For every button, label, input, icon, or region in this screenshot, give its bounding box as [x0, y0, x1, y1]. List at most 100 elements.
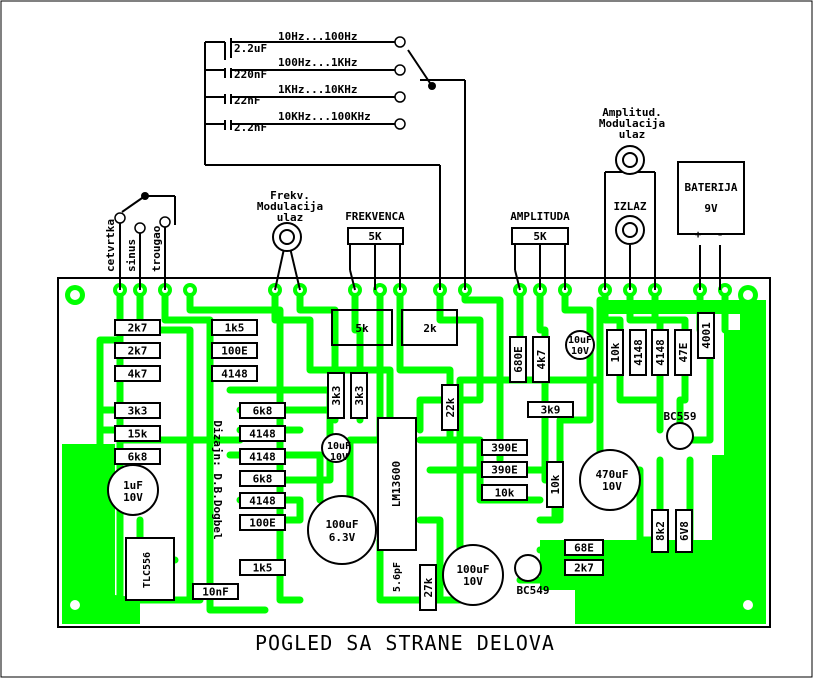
component-body: [211, 365, 258, 382]
text-label: 100uF: [456, 563, 489, 576]
text-label: 10V: [330, 452, 348, 463]
component-body: [114, 425, 161, 442]
component-body: [114, 365, 161, 382]
component-body: [481, 439, 528, 456]
component-body: [564, 559, 604, 576]
text-label: trougao: [150, 225, 163, 272]
component-label: 8k2: [654, 521, 667, 541]
text-label: LM13600: [390, 461, 403, 507]
text-label: 2.2nF: [234, 121, 267, 134]
text-label: BC559: [663, 410, 696, 423]
text-label: AMPLITUDA: [510, 210, 570, 223]
component-body: [651, 509, 669, 553]
component-label: 15k: [128, 428, 148, 441]
component-body: [239, 402, 286, 419]
component-body: [114, 402, 161, 419]
text-label: 10KHz...100KHz: [278, 110, 371, 123]
text-label: Dizajn: D.B.Dogbel: [211, 420, 224, 539]
external-wiring: [119, 38, 721, 291]
text-label: +: [695, 228, 702, 241]
component-body: [527, 401, 574, 418]
component-body: [532, 336, 550, 383]
component-body: [674, 329, 692, 376]
battery-box: [677, 161, 745, 235]
component-body: [481, 484, 528, 501]
text-label: 2.2uF: [234, 42, 267, 55]
component-label: 3k3: [128, 405, 148, 418]
component-label: 4k7: [535, 350, 548, 370]
text-label: TLC556: [142, 552, 153, 588]
component-label: 27k: [422, 577, 435, 597]
switch-contacts: [114, 36, 436, 234]
component-label: 1k5: [253, 562, 273, 575]
text-label: 6.3V: [329, 531, 356, 544]
text-label: 9V: [704, 202, 718, 215]
component-label: 4001: [700, 322, 713, 349]
component-label: 3k3: [330, 386, 343, 406]
text-label: ulaz: [619, 128, 646, 141]
component-body: [564, 539, 604, 556]
text-label: 10V: [123, 491, 143, 504]
component-body: [239, 470, 286, 487]
text-label: 5.6pF: [392, 562, 403, 592]
component-body: [651, 329, 669, 376]
text-label: 100uF: [325, 518, 358, 531]
component-label: 3k9: [541, 404, 561, 417]
component-body: [239, 448, 286, 465]
component-label: 2k7: [128, 322, 148, 335]
text-label: Modulacija: [257, 200, 323, 213]
component-body: [546, 461, 564, 508]
component-body: [239, 559, 286, 576]
component-label: 2k7: [574, 562, 594, 575]
text-label: FREKVENCA: [345, 210, 405, 223]
component-body: [419, 564, 437, 611]
component-body: [509, 336, 527, 383]
component-label: 47E: [677, 343, 690, 363]
labels: 10Hz...100Hz100Hz...1KHz1KHz...10KHz10KH…: [104, 30, 738, 597]
outlines: [125, 309, 458, 601]
component-label: 4148: [249, 495, 276, 508]
component-label: 390E: [491, 464, 518, 477]
component-label: 100E: [221, 345, 248, 358]
text-label: 1KHz...10KHz: [278, 83, 357, 96]
component-body: [441, 384, 459, 431]
mounting-hole: [65, 595, 85, 615]
component-body: [211, 319, 258, 336]
component-label: 10k: [609, 342, 622, 362]
component-label: 6k8: [128, 451, 148, 464]
electrolytic-caps: [107, 330, 694, 606]
component-body: [114, 319, 161, 336]
text-label: 100Hz...1KHz: [278, 56, 357, 69]
component-body: [211, 342, 258, 359]
jacks: [272, 145, 645, 252]
text-label: BATERIJA: [685, 181, 738, 194]
text-label: 10V: [463, 575, 483, 588]
component-body: [697, 312, 715, 359]
component-body: [675, 509, 693, 553]
view-title: POGLED SA STRANE DELOVA: [255, 631, 555, 655]
component-label: 4k7: [128, 368, 148, 381]
pad-hole: [187, 287, 193, 293]
text-label: cetvrtka: [104, 219, 117, 272]
component-body: [192, 583, 239, 600]
component-body: [606, 329, 624, 376]
text-label: 470uF: [595, 468, 628, 481]
component-label: 680E: [512, 346, 525, 373]
component-label: 4148: [249, 451, 276, 464]
component-body: [327, 372, 345, 419]
text-label: 10V: [571, 346, 589, 357]
mounting-hole: [738, 285, 758, 305]
text-label: 2k: [423, 322, 437, 335]
mounting-hole: [738, 595, 758, 615]
component-body: [239, 425, 286, 442]
text-label: 10V: [602, 480, 622, 493]
text-label: IZLAZ: [613, 200, 646, 213]
component-body: [629, 329, 647, 376]
text-label: 220nF: [234, 68, 267, 81]
component-label: 10nF: [202, 586, 229, 599]
component-label: 390E: [491, 442, 518, 455]
component-label: 100E: [249, 517, 276, 530]
component-body: [239, 514, 286, 531]
